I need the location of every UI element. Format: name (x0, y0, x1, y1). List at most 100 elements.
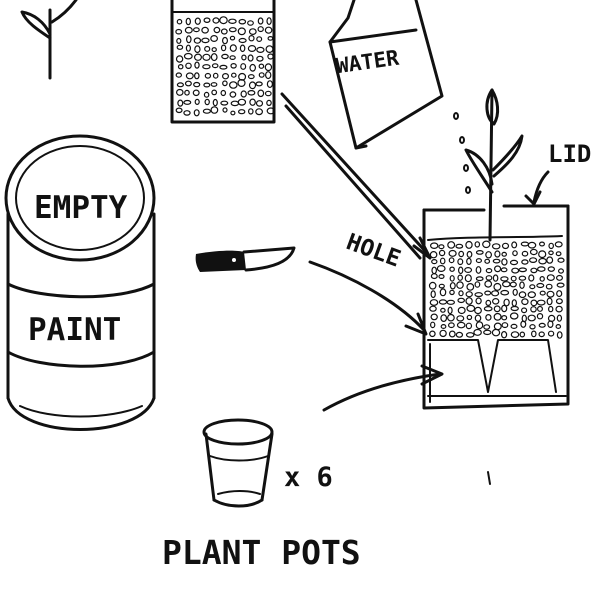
pebble (193, 109, 200, 117)
pebble (175, 55, 184, 63)
pebble (520, 307, 528, 314)
pebble (519, 331, 526, 338)
lid-label: LID (548, 140, 591, 168)
pebble (555, 305, 563, 313)
pebble (509, 259, 519, 266)
pebble (194, 17, 201, 25)
pebble (184, 80, 192, 87)
pebble (202, 53, 211, 61)
pebble (249, 63, 257, 72)
pebble (184, 26, 193, 34)
pebble (175, 72, 182, 78)
pebble (536, 282, 545, 289)
pebble (546, 290, 555, 298)
pebble (192, 27, 200, 33)
pebble (267, 36, 274, 41)
pebble (447, 306, 453, 315)
pebble (500, 267, 508, 273)
pebble (556, 331, 563, 339)
pebble (431, 266, 438, 275)
pebble (536, 305, 543, 312)
pebble (465, 297, 473, 305)
pebble (475, 321, 484, 330)
pebble (547, 266, 556, 272)
pebble (554, 241, 563, 248)
pebble (266, 99, 272, 107)
pebble (494, 250, 501, 258)
pebble (465, 322, 473, 330)
pebble (528, 274, 535, 282)
pebble (210, 106, 219, 114)
pebble (520, 241, 530, 247)
arrow-gravel-to-container (280, 92, 432, 260)
pebble (501, 251, 508, 257)
knife-icon (195, 246, 296, 272)
pebble (521, 259, 529, 265)
pebble (483, 306, 493, 312)
pebble (175, 107, 183, 114)
pebble (428, 281, 437, 290)
pebble (211, 89, 218, 96)
pebble (521, 250, 529, 257)
pebble (538, 331, 545, 338)
pebble (185, 44, 191, 52)
pebble (530, 267, 538, 274)
pebble (475, 297, 482, 305)
pebble (555, 298, 563, 305)
pebble (473, 328, 482, 336)
pebble (440, 324, 447, 330)
pebble (438, 244, 445, 250)
pebble (485, 299, 492, 306)
pebble (176, 82, 184, 88)
pebble (536, 299, 546, 306)
pebble (512, 288, 518, 296)
pebble (247, 20, 254, 26)
pebble (457, 274, 464, 281)
pebble (177, 99, 184, 107)
pebble (547, 314, 556, 322)
pebble (249, 98, 256, 106)
pebble (438, 283, 445, 289)
pebble (238, 37, 247, 44)
pebble (545, 283, 553, 290)
plant-pot-icon (202, 418, 274, 508)
pebble (458, 266, 464, 275)
paint-can-icon: EMPTY PAINT (4, 134, 156, 431)
pebble (465, 332, 475, 338)
pebble (429, 305, 437, 312)
pebble (457, 297, 466, 304)
pebble (194, 98, 200, 106)
pebble (555, 274, 563, 281)
pebble (448, 322, 455, 329)
pebble (511, 241, 518, 249)
pebble (202, 108, 211, 114)
pebble (484, 290, 492, 296)
pebble (237, 98, 247, 106)
pebble (511, 299, 518, 307)
pebble (210, 82, 218, 87)
pebble (204, 72, 212, 79)
pebble (500, 276, 509, 282)
pebble (186, 35, 192, 44)
pebble (239, 44, 246, 53)
pebble (556, 314, 563, 322)
pebble (176, 88, 184, 96)
pebble (194, 45, 201, 54)
pebble (475, 276, 484, 282)
pebble (183, 110, 191, 116)
pebble (204, 45, 211, 52)
pebble (491, 243, 501, 250)
pebble (485, 275, 493, 281)
pebble (509, 281, 517, 288)
pebble (439, 288, 447, 297)
pebble (539, 276, 545, 282)
pebble (530, 306, 537, 313)
pebble (231, 72, 237, 78)
pebble (219, 64, 228, 70)
pebble (484, 280, 493, 288)
pebble (501, 281, 511, 288)
pebble (492, 297, 500, 305)
pebble (466, 304, 476, 312)
pebble (446, 299, 455, 305)
pebble (220, 89, 227, 97)
